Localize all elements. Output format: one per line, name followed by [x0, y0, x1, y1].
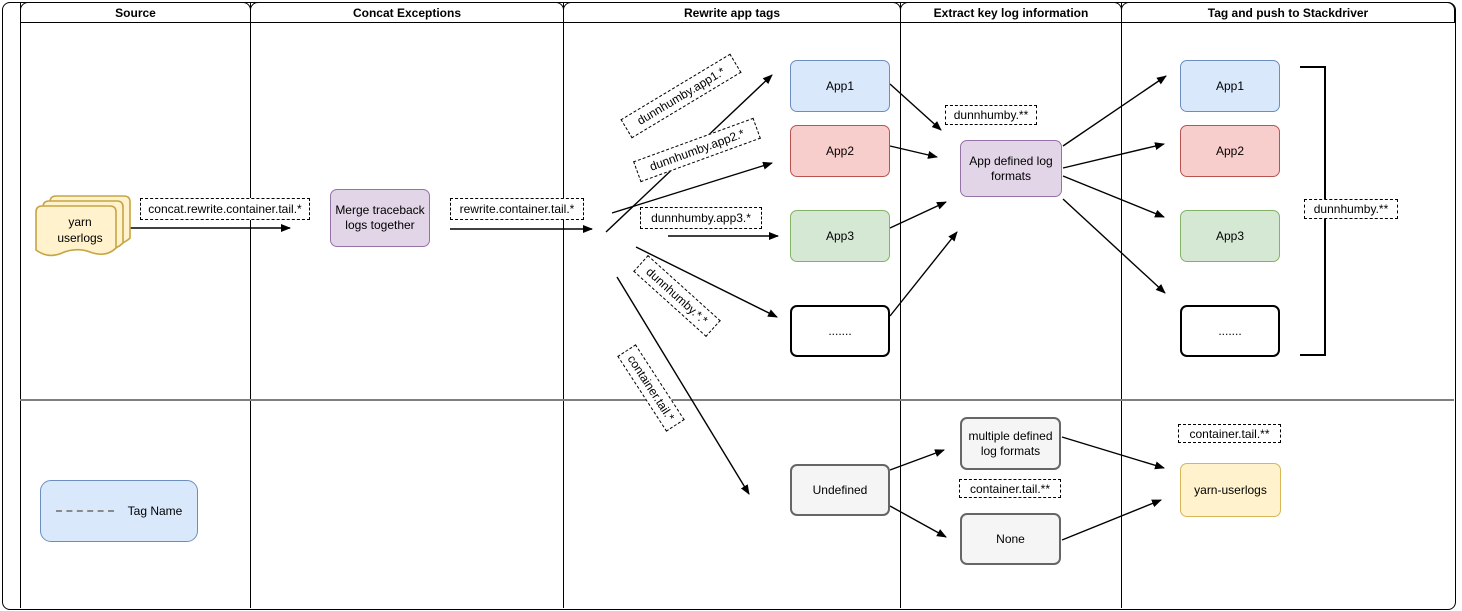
- legend-tag-name: Tag Name: [40, 480, 198, 542]
- app1-node: App1: [790, 60, 890, 112]
- tag-dunnhumby-extract: dunnhumby.**: [945, 105, 1037, 125]
- yarn-userlogs-label: yarn userlogs: [57, 215, 103, 245]
- tag-concat-rewrite-container-tail: concat.rewrite.container.tail.*: [140, 198, 310, 220]
- dashed-line-sample: [55, 510, 114, 512]
- stackdriver-dots-node: .......: [1180, 305, 1280, 357]
- stackdriver-app3-node: App3: [1180, 210, 1280, 262]
- multiple-defined-log-formats-node: multiple defined log formats: [960, 417, 1061, 470]
- tag-container-tail-extract: container.tail.**: [959, 479, 1061, 498]
- lane-title-source: Source: [20, 2, 251, 23]
- lane-divider: [900, 2, 901, 608]
- row-divider: [20, 399, 1454, 401]
- tag-container-tail-stackdriver: container.tail.**: [1178, 424, 1281, 443]
- app-defined-log-formats-node: App defined log formats: [960, 140, 1062, 197]
- lane-title-stackdriver: Tag and push to Stackdriver: [1121, 2, 1455, 23]
- lane-title-extract: Extract key log information: [900, 2, 1122, 23]
- lane-title-rewrite: Rewrite app tags: [563, 2, 901, 23]
- app2-node: App2: [790, 125, 890, 177]
- lane-divider: [1121, 2, 1122, 608]
- none-node: None: [960, 513, 1061, 565]
- tag-dunnhumby-app3: dunnhumby.app3.*: [640, 207, 762, 229]
- lane-title-concat: Concat Exceptions: [250, 2, 564, 23]
- tag-dunnhumby-stackdriver: dunnhumby.**: [1304, 199, 1398, 219]
- tag-rewrite-container-tail: rewrite.container.tail.*: [450, 198, 584, 220]
- yarn-userlogs-sink-node: yarn-userlogs: [1180, 463, 1281, 517]
- lane-divider: [563, 2, 564, 608]
- pool-title-strip-line: [20, 2, 21, 608]
- merge-traceback-node: Merge traceback logs together: [330, 189, 430, 247]
- lane-divider: [250, 2, 251, 608]
- legend-label: Tag Name: [127, 504, 183, 518]
- stackdriver-app1-node: App1: [1180, 60, 1280, 112]
- undefined-node: Undefined: [790, 464, 890, 516]
- dots-node: .......: [790, 305, 890, 357]
- stackdriver-app2-node: App2: [1180, 125, 1280, 177]
- app3-node: App3: [790, 210, 890, 262]
